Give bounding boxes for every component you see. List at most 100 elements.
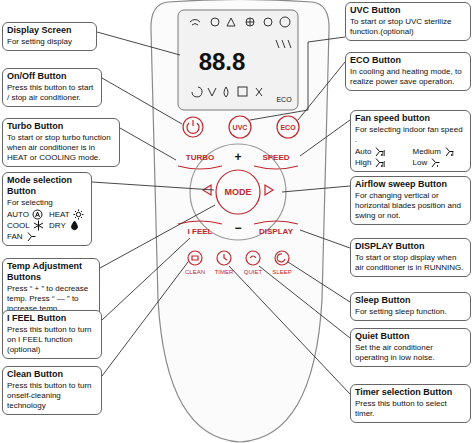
leader-line <box>298 62 345 120</box>
mode-icon <box>33 220 44 231</box>
callout-box: Sleep ButtonFor setting sleep function. <box>350 292 471 321</box>
leader-line <box>92 182 214 190</box>
callout-body: To start or stop display when air condit… <box>355 253 466 273</box>
callout-heading: UVC Button <box>350 5 466 16</box>
callout-heading: Turbo Button <box>7 121 115 132</box>
callout-box: Mode selection ButtonFor selectingAUTO HE… <box>2 172 92 246</box>
leader-line <box>100 205 215 268</box>
callout-heading: Fan speed button <box>355 113 466 124</box>
mode-icon <box>430 157 441 168</box>
callout-box: I FEEL ButtonPress this button to turn o… <box>2 310 102 359</box>
leader-lines <box>92 32 350 394</box>
callout-heading: Quiet Button <box>355 331 466 342</box>
callout-body: For setting sleep function. <box>355 307 466 317</box>
option-text: DRY <box>49 220 66 231</box>
option-item: DRY <box>49 220 87 231</box>
callout-body: For selecting indoor fan speed . <box>355 125 466 145</box>
callout-box: Display ScreenFor setting display <box>2 22 97 51</box>
callout-heading: Mode selection Button <box>7 175 87 197</box>
option-item: High <box>355 157 409 168</box>
option-item: Auto <box>355 146 409 157</box>
option-text: COOL <box>7 220 30 231</box>
option-text: HEAT <box>49 209 70 220</box>
mode-icon <box>374 146 385 157</box>
callout-body: Press this button to turn onself-cleanin… <box>7 381 97 411</box>
leader-line <box>102 238 190 320</box>
lcd-icons <box>190 17 291 97</box>
option-text: FAN <box>7 231 23 242</box>
leader-line <box>102 262 188 376</box>
option-text: Low <box>413 157 428 168</box>
leader-line <box>97 32 180 55</box>
option-grid: Auto MediumHigh Low <box>355 146 466 168</box>
mode-icon <box>26 231 37 242</box>
callout-heading: On/Off Button <box>7 71 97 82</box>
callout-body: Press this button to start / stop air co… <box>7 83 97 103</box>
callout-body: For selecting <box>7 198 87 208</box>
callout-box: Fan speed buttonFor selecting indoor fan… <box>350 110 471 172</box>
callout-heading: Clean Button <box>7 369 97 380</box>
leader-line <box>259 266 350 338</box>
lcd-screen <box>178 10 298 110</box>
option-item: HEAT <box>49 209 87 220</box>
button-label: I FEEL <box>188 228 213 236</box>
callout-body: For setting display <box>7 37 92 47</box>
callout-body: In cooling and heating mode, to realize … <box>350 67 466 87</box>
callout-box: Quiet ButtonSet the air conditioner oper… <box>350 328 471 367</box>
option-item: Medium <box>413 146 467 157</box>
button-label: QUIET <box>244 269 262 275</box>
button-label: + <box>234 151 241 163</box>
mode-icon <box>73 209 84 220</box>
callout-heading: Airflow sweep Button <box>355 179 466 190</box>
callout-body: For changing vertical or horizontal blad… <box>355 191 466 221</box>
callout-box: Airflow sweep ButtonFor changing vertica… <box>350 176 471 225</box>
callout-heading: Temp Adjustment Buttons <box>7 261 95 283</box>
leader-line <box>300 120 350 156</box>
button-label: SPEED <box>262 154 289 162</box>
callout-box: Clean ButtonPress this button to turn on… <box>2 366 102 415</box>
option-item: COOL <box>7 220 45 231</box>
button-label: MODE <box>225 188 252 197</box>
callout-heading: ECO Button <box>350 55 466 66</box>
leader-line <box>250 37 345 120</box>
mode-icon <box>69 220 80 231</box>
mode-icon <box>32 209 43 220</box>
callout-body: Press this button to turn on I FEEL func… <box>7 325 97 355</box>
option-item: FAN <box>7 231 45 242</box>
button-label: ECO <box>280 124 295 131</box>
button-label: 88.8 <box>199 50 246 74</box>
callout-body: Set the air conditioner operating in low… <box>355 343 466 363</box>
buttons <box>178 116 299 265</box>
callout-heading: I FEEL Button <box>7 313 97 324</box>
callout-box: Timer selection ButtonPress this button … <box>350 384 471 423</box>
callout-box: DISPLAY ButtonTo start or stop display w… <box>350 238 471 277</box>
callout-body: To start or stop turbo function when air… <box>7 133 115 163</box>
button-label: DISPLAY <box>259 228 293 236</box>
remote-body <box>151 0 329 442</box>
callout-box: Turbo ButtonTo start or stop turbo funct… <box>2 118 120 167</box>
button-label: TURBO <box>186 154 214 162</box>
callout-box: UVC ButtonTo start or stop UVC sterilize… <box>345 2 471 41</box>
leader-line <box>300 230 350 248</box>
button-label: ECO <box>276 96 291 103</box>
callout-heading: Sleep Button <box>355 295 466 306</box>
option-text: Medium <box>413 146 441 157</box>
button-label: SLEEP <box>272 269 291 275</box>
button-label: TIMER <box>215 269 234 275</box>
button-label: UVC <box>233 124 248 131</box>
callout-box: Temp Adjustment ButtonsPress “ + ” to de… <box>2 258 100 318</box>
callout-box: ECO ButtonIn cooling and heating mode, t… <box>345 52 471 91</box>
mode-icon <box>374 157 385 168</box>
option-grid: AUTO HEAT COOL DRY FAN <box>7 209 87 242</box>
button-label: − <box>234 222 241 234</box>
option-text: AUTO <box>7 209 29 220</box>
option-text: High <box>355 157 371 168</box>
callout-heading: Display Screen <box>7 25 92 36</box>
leader-line <box>282 186 350 192</box>
callout-box: On/Off ButtonPress this button to start … <box>2 68 102 107</box>
callout-heading: Timer selection Button <box>355 387 466 398</box>
callout-body: Press this button to select timer. <box>355 399 466 419</box>
option-item: Low <box>413 157 467 168</box>
leader-line <box>120 128 176 160</box>
option-item: AUTO <box>7 209 45 220</box>
